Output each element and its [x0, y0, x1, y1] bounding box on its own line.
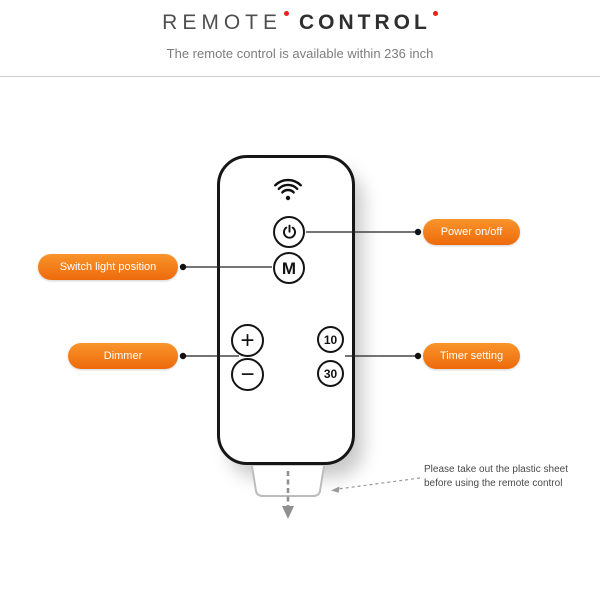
power-icon	[282, 224, 296, 239]
dimmer-plus-button: +	[231, 324, 264, 357]
red-dot-icon	[432, 11, 438, 16]
timer-30-button: 30	[317, 360, 344, 387]
mode-button: M	[273, 252, 305, 284]
note-pointer-line	[331, 477, 421, 493]
subtitle: The remote control is available within 2…	[166, 46, 434, 61]
header: REMOTE CONTROL	[0, 8, 600, 38]
timer-10-button: 10	[317, 326, 344, 353]
note-line-2: before using the remote control	[424, 478, 563, 489]
down-arrow-icon	[282, 471, 294, 519]
title-word-control: CONTROL	[299, 11, 431, 34]
plastic-sheet-tab	[251, 465, 325, 497]
power-button	[273, 216, 305, 248]
callout-timer-setting: Timer setting	[423, 343, 520, 369]
callout-dimmer: Dimmer	[68, 343, 178, 369]
page-title: REMOTE CONTROL	[0, 8, 600, 38]
callout-switch-light-position: Switch light position	[38, 254, 178, 280]
dimmer-minus-button: −	[231, 358, 264, 391]
plastic-sheet-note: Please take out the plastic sheet before…	[424, 463, 574, 491]
note-line-1: Please take out the plastic sheet	[424, 464, 568, 475]
remote-body: M + − 10 30	[217, 155, 355, 465]
red-dot-icon	[284, 11, 289, 16]
signal-waves-icon	[274, 178, 302, 201]
title-word-remote: REMOTE	[162, 11, 282, 34]
callout-power-on-off: Power on/off	[423, 219, 520, 245]
divider	[0, 76, 600, 77]
